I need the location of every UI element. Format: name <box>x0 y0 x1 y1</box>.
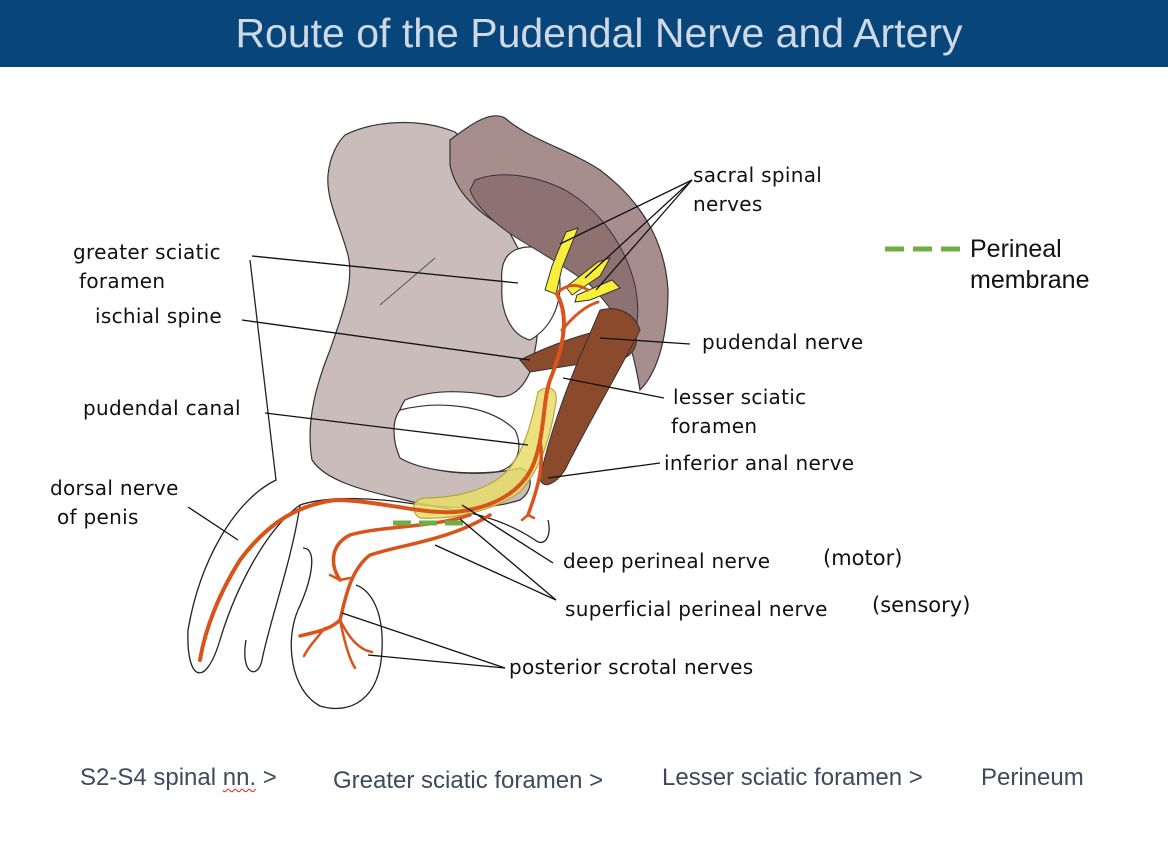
label-ischial-spine: ischial spine <box>95 304 222 328</box>
label-inferior-anal-nerve: inferior anal nerve <box>664 451 855 475</box>
sacrotuberous-ligament <box>539 308 641 486</box>
pudendal-nerve-tree <box>198 283 600 670</box>
footer-step-3: Lesser sciatic foramen > <box>662 764 923 791</box>
label-lesser-sciatic-foramen-line2: foramen <box>671 414 758 438</box>
legend-line1: Perineal <box>970 235 1062 263</box>
label-pudendal-canal: pudendal canal <box>83 396 241 420</box>
footer-step-4: Perineum <box>981 764 1084 791</box>
label-motor: (motor) <box>823 546 903 570</box>
footer-step-2: Greater sciatic foramen > <box>333 767 604 794</box>
footer-step-1a: S2-S4 spinal <box>80 764 223 791</box>
label-posterior-scrotal-nerves: posterior scrotal nerves <box>509 655 754 679</box>
label-deep-perineal-nerve: deep perineal nerve <box>563 549 771 573</box>
penis-outline <box>244 504 301 673</box>
footer-step-1c: > <box>256 764 277 791</box>
legend-line2: membrane <box>970 266 1090 294</box>
label-sacral-spinal-nerves-line1: sacral spinal <box>693 163 823 187</box>
footer-step-1b: nn. <box>222 764 257 791</box>
hip-line <box>379 257 436 306</box>
title-bar <box>0 0 1168 67</box>
body-outline <box>187 259 421 674</box>
label-pudendal-nerve: pudendal nerve <box>702 330 864 354</box>
label-greater-sciatic-foramen-line1: greater sciatic <box>73 240 221 264</box>
label-sacral-spinal-nerves-line2: nerves <box>693 192 763 216</box>
sacral-nerve-3 <box>574 279 621 303</box>
label-greater-sciatic-foramen-line2: foramen <box>79 269 166 293</box>
leader-lines <box>187 179 693 669</box>
footer-step-1: S2-S4 spinal nn. > <box>80 764 277 792</box>
label-dorsal-nerve-of-penis-line2: of penis <box>57 505 139 529</box>
label-dorsal-nerve-of-penis-line1: dorsal nerve <box>50 476 179 500</box>
label-superficial-perineal-nerve: superficial perineal nerve <box>565 597 828 621</box>
label-sensory: (sensory) <box>872 593 971 617</box>
slide-title: Route of the Pudendal Nerve and Artery <box>235 10 963 56</box>
label-lesser-sciatic-foramen-line1: lesser sciatic <box>673 385 807 409</box>
legend-perineal-membrane: Perineal membrane <box>970 234 1090 296</box>
obturator-foramen <box>393 404 520 474</box>
